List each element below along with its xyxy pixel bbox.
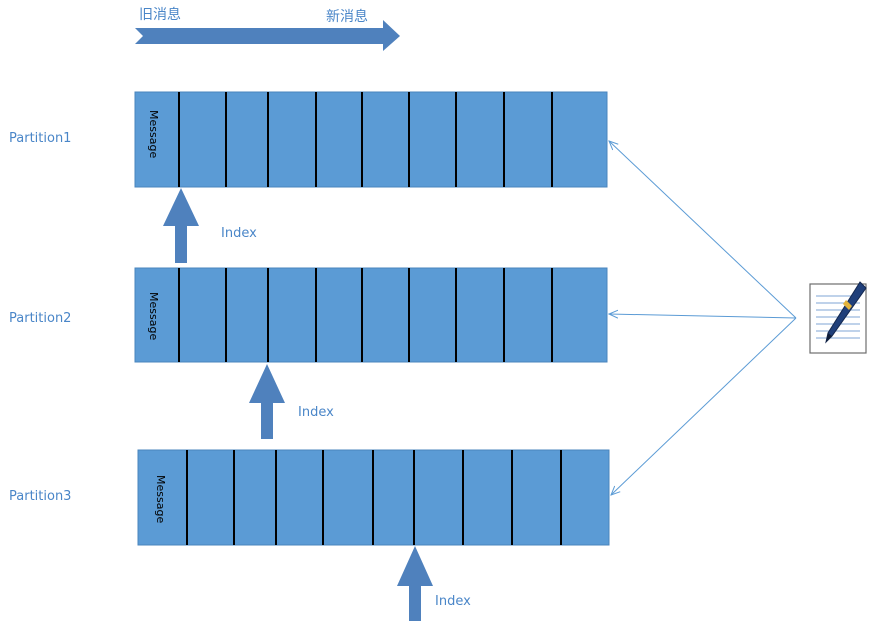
partition2-index-arrow xyxy=(249,364,285,439)
partition2-dividers xyxy=(178,268,553,362)
partition1-bar xyxy=(134,91,608,188)
partition3-dividers xyxy=(186,450,562,545)
partition1-log: Message xyxy=(134,91,608,188)
partition2-label: Partition2 xyxy=(9,311,72,326)
partition1-label: Partition1 xyxy=(9,131,72,146)
partition2-index-label: Index xyxy=(298,405,334,420)
partition1-dividers xyxy=(178,92,553,187)
partition3-label: Partition3 xyxy=(9,489,72,504)
partition3-message-label: Message xyxy=(154,475,167,523)
old-messages-label: 旧消息 xyxy=(139,7,181,23)
timeline-arrow xyxy=(135,20,400,51)
partition3-index-arrow xyxy=(397,546,433,621)
partition3-log: Message xyxy=(137,449,610,546)
partition3-index-label: Index xyxy=(435,594,471,609)
partition1-message-label: Message xyxy=(147,110,160,158)
partition2-log: Message xyxy=(134,267,608,363)
document-pen-icon xyxy=(809,281,867,354)
new-messages-label: 新消息 xyxy=(326,9,368,25)
connector-partition2 xyxy=(609,314,797,318)
partition1-index-label: Index xyxy=(221,226,257,241)
producer-connectors xyxy=(609,141,797,495)
connector-partition1 xyxy=(609,141,797,319)
connector-partition3 xyxy=(611,317,797,495)
partition1-index-arrow xyxy=(163,188,199,263)
partition2-message-label: Message xyxy=(147,292,160,340)
partition2-bar xyxy=(134,267,608,363)
